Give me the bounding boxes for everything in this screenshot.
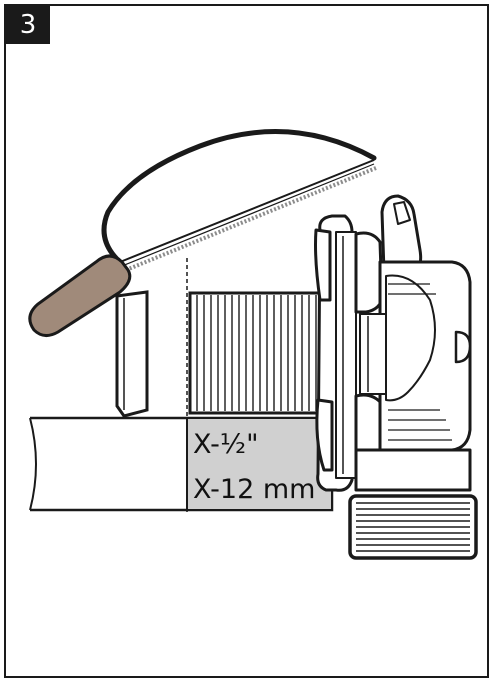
cut-length-box (186, 417, 333, 511)
cut-off-pipe-piece (115, 290, 149, 418)
instruction-panel: 3 (4, 4, 489, 678)
hacksaw-icon (28, 129, 377, 337)
length-label-imperial: X-½" (193, 429, 259, 460)
length-label-metric: X-12 mm (193, 474, 316, 505)
step-number-badge: 3 (6, 6, 50, 44)
threaded-drain-fitting-icon (314, 194, 472, 492)
threaded-pipe (188, 291, 324, 415)
lower-threaded-nut (348, 494, 478, 560)
